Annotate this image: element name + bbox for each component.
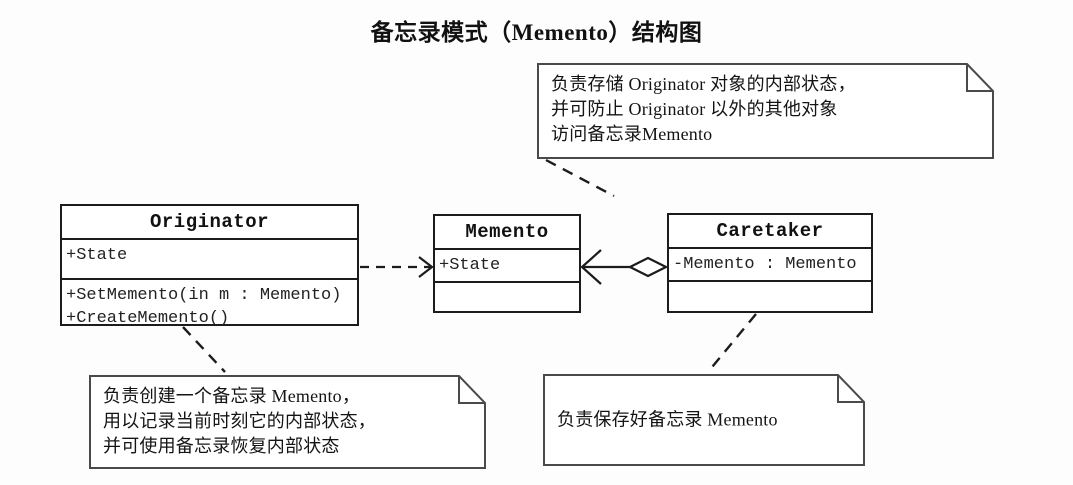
leader-note-memento (545, 158, 615, 198)
uml-class-memento-operations (435, 283, 579, 311)
leader-note-originator (182, 326, 226, 373)
note-originator-text: 负责创建一个备忘录 Memento， 用以记录当前时刻它的内部状态， 并可使用备… (103, 386, 376, 456)
uml-class-caretaker-attributes: -Memento : Memento (669, 249, 871, 282)
uml-operation-setmemento: +SetMemento(in m : Memento) (66, 286, 342, 305)
note-originator[interactable]: 负责创建一个备忘录 Memento， 用以记录当前时刻它的内部状态， 并可使用备… (89, 375, 486, 469)
uml-class-memento-attributes: +State (435, 250, 579, 283)
dependency-originator-memento-connector (360, 256, 434, 278)
uml-class-memento-name: Memento (435, 216, 579, 250)
note-caretaker[interactable]: 负责保存好备忘录 Memento (543, 374, 865, 466)
uml-class-caretaker-name: Caretaker (669, 215, 871, 249)
uml-class-originator-name: Originator (62, 206, 357, 240)
leader-note-caretaker (707, 313, 757, 373)
uml-class-originator-operations: +SetMemento(in m : Memento) +CreateMement… (62, 280, 357, 324)
uml-class-memento[interactable]: Memento +State (433, 214, 581, 313)
note-memento-text: 负责存储 Originator 对象的内部状态， 并可防止 Originator… (551, 74, 856, 144)
aggregation-caretaker-memento-connector (580, 249, 669, 285)
uml-operation-creatememento: +CreateMemento() (66, 309, 230, 324)
uml-class-originator[interactable]: Originator +State +SetMemento(in m : Mem… (60, 204, 359, 326)
uml-class-originator-attributes: +State (62, 240, 357, 280)
note-caretaker-shape (543, 374, 865, 466)
uml-class-caretaker[interactable]: Caretaker -Memento : Memento (667, 213, 873, 313)
note-memento-shape (537, 63, 994, 159)
note-caretaker-text: 负责保存好备忘录 Memento (557, 409, 778, 430)
page-title: 备忘录模式（Memento）结构图 (370, 20, 703, 45)
uml-class-caretaker-operations (669, 282, 871, 311)
note-originator-shape (89, 375, 486, 469)
note-memento[interactable]: 负责存储 Originator 对象的内部状态， 并可防止 Originator… (537, 63, 994, 159)
